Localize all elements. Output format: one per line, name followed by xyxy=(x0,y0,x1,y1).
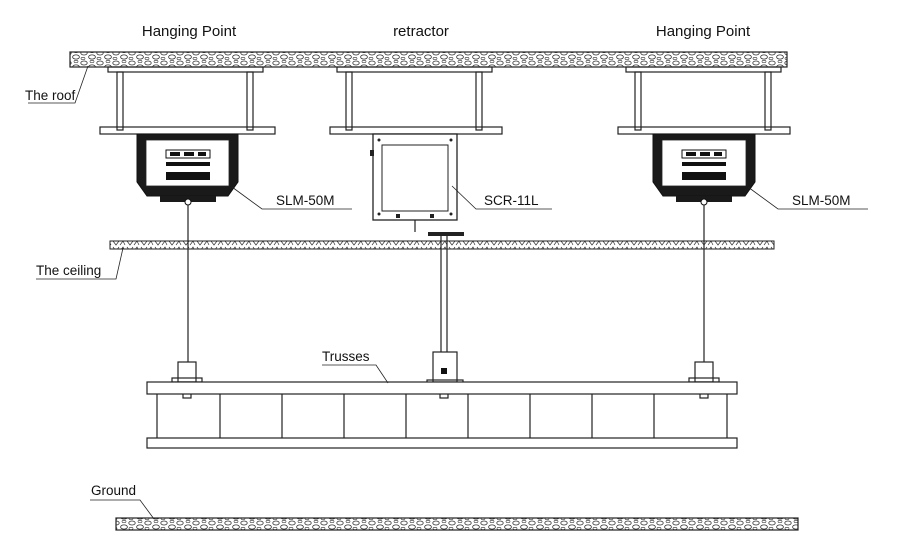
hanging-bracket-left xyxy=(99,66,276,135)
truss xyxy=(146,381,738,449)
roof-slab xyxy=(69,51,788,68)
label-retractor: retractor xyxy=(393,23,449,40)
hanging-bracket-right xyxy=(617,66,791,135)
ground-slab xyxy=(115,517,799,531)
leader-roof xyxy=(28,65,89,104)
label-scr: SCR-11L xyxy=(484,193,539,208)
label-slm-right: SLM-50M xyxy=(792,193,851,208)
label-trusses: Trusses xyxy=(322,349,370,364)
leader-slm-right xyxy=(747,186,868,210)
label-hanging-point-left: Hanging Point xyxy=(142,23,237,40)
leader-trusses xyxy=(322,364,389,384)
leader-scr xyxy=(451,185,552,210)
leader-ceiling xyxy=(36,247,124,280)
leader-ground xyxy=(90,499,155,520)
slm-motor-left xyxy=(136,133,239,206)
retractor-cable xyxy=(414,220,464,352)
label-ceiling: The ceiling xyxy=(36,263,101,278)
ceiling-slab xyxy=(109,240,775,250)
hanging-bracket-center xyxy=(329,66,503,135)
label-slm-left: SLM-50M xyxy=(276,193,335,208)
label-ground: Ground xyxy=(91,483,136,498)
leader-slm-left xyxy=(231,186,352,210)
label-hanging-point-right: Hanging Point xyxy=(656,23,751,40)
scr-retractor xyxy=(370,133,458,221)
label-roof: The roof xyxy=(25,88,76,103)
slm-motor-right xyxy=(652,133,756,206)
